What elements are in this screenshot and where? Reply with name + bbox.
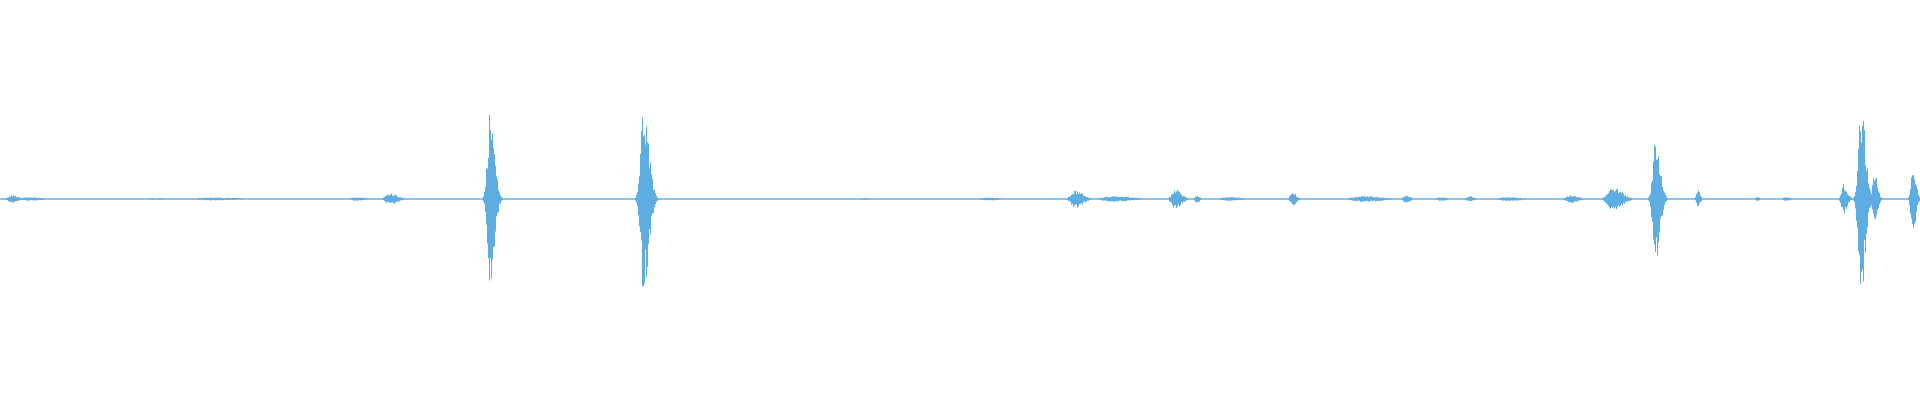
waveform-path — [0, 114, 1920, 287]
waveform-samples — [0, 114, 1920, 287]
